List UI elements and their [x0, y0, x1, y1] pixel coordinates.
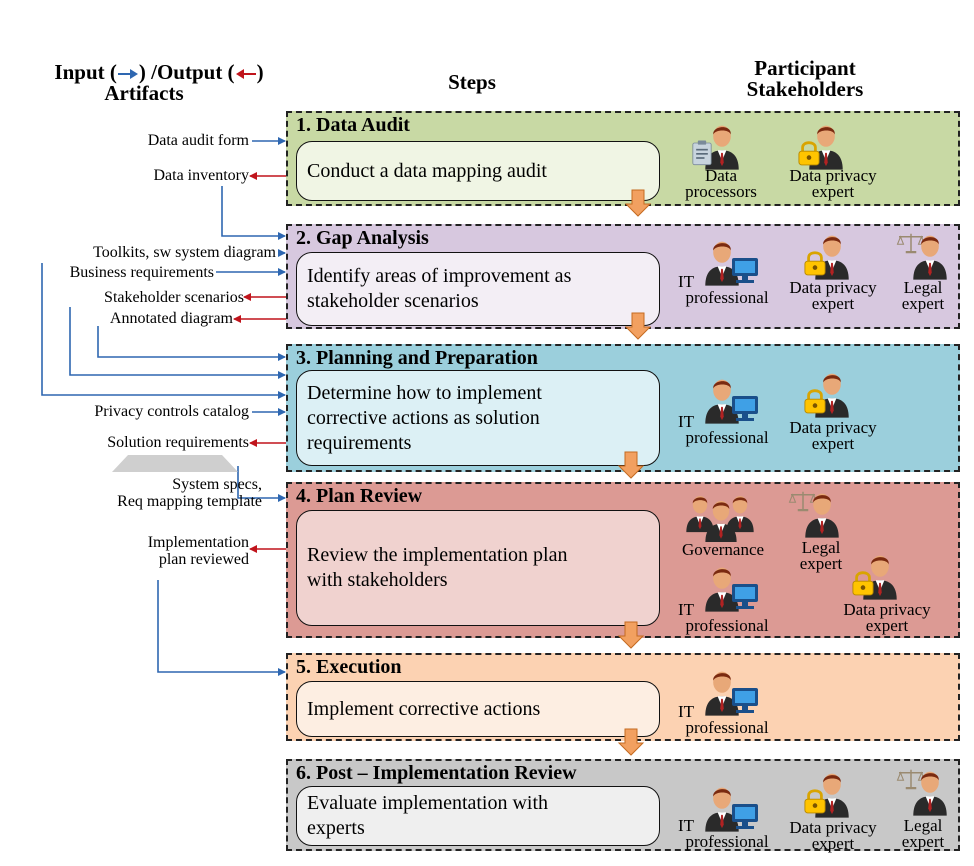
input-arrows: [41, 137, 286, 676]
data-privacy-expert-icon: [804, 773, 849, 818]
step-box-data-audit: Conduct a data mapping audit: [296, 141, 660, 201]
artifact-solution-requirements: Solution requirements: [107, 434, 249, 451]
legal-expert-icon: [788, 490, 839, 538]
data-privacy-expert-icon: [804, 373, 849, 418]
stage-title: 3. Planning and Preparation: [296, 347, 538, 369]
legal-expert-icon: [896, 232, 947, 280]
artifact-implementation-plan-reviewed: Implementation plan reviewed: [147, 534, 249, 568]
steps-header: Steps: [448, 70, 496, 94]
stakeholders-header: Participant Stakeholders: [746, 56, 864, 101]
artifact-data-audit-form: Data audit form: [147, 132, 249, 149]
output-arrow-legend-icon: [235, 69, 256, 80]
artifact-annotated-diagram: Annotated diagram: [109, 310, 233, 327]
stage-title: 6. Post – Implementation Review: [296, 762, 577, 784]
stakeholder-label-governance: Governance: [681, 540, 765, 559]
artifacts-header-line1: Input () /Output (): [54, 60, 264, 84]
output-arrows: [233, 172, 286, 553]
data-privacy-expert-icon: [804, 235, 849, 280]
step-box-execution: Implement corrective actions: [296, 681, 660, 737]
legal-expert-icon: [896, 768, 947, 816]
artifacts-header-line2: Artifacts: [104, 81, 184, 105]
step-flow-arrows: [617, 189, 652, 756]
artifact-system-specs: System specs, Req mapping template: [117, 476, 262, 510]
artifact-business-requirements: Business requirements: [69, 264, 214, 281]
artifact-toolkits: Toolkits, sw system diagram: [93, 244, 276, 261]
stage-title: 5. Execution: [296, 656, 402, 678]
artifact-privacy-controls-catalog: Privacy controls catalog: [94, 403, 249, 420]
governance-icon: [686, 496, 754, 542]
template-trapezoid-shape: [112, 455, 238, 472]
data-privacy-expert-icon: [852, 555, 897, 600]
stage-title: 2. Gap Analysis: [296, 227, 429, 249]
stage-title: 1. Data Audit: [296, 114, 410, 136]
artifact-data-inventory: Data inventory: [153, 167, 249, 184]
input-arrow-legend-icon: [117, 69, 138, 80]
artifact-stakeholder-scenarios: Stakeholder scenarios: [104, 289, 244, 306]
artifacts-header: Input () /Output () Artifacts: [28, 62, 290, 104]
stage-title: 4. Plan Review: [296, 485, 423, 507]
